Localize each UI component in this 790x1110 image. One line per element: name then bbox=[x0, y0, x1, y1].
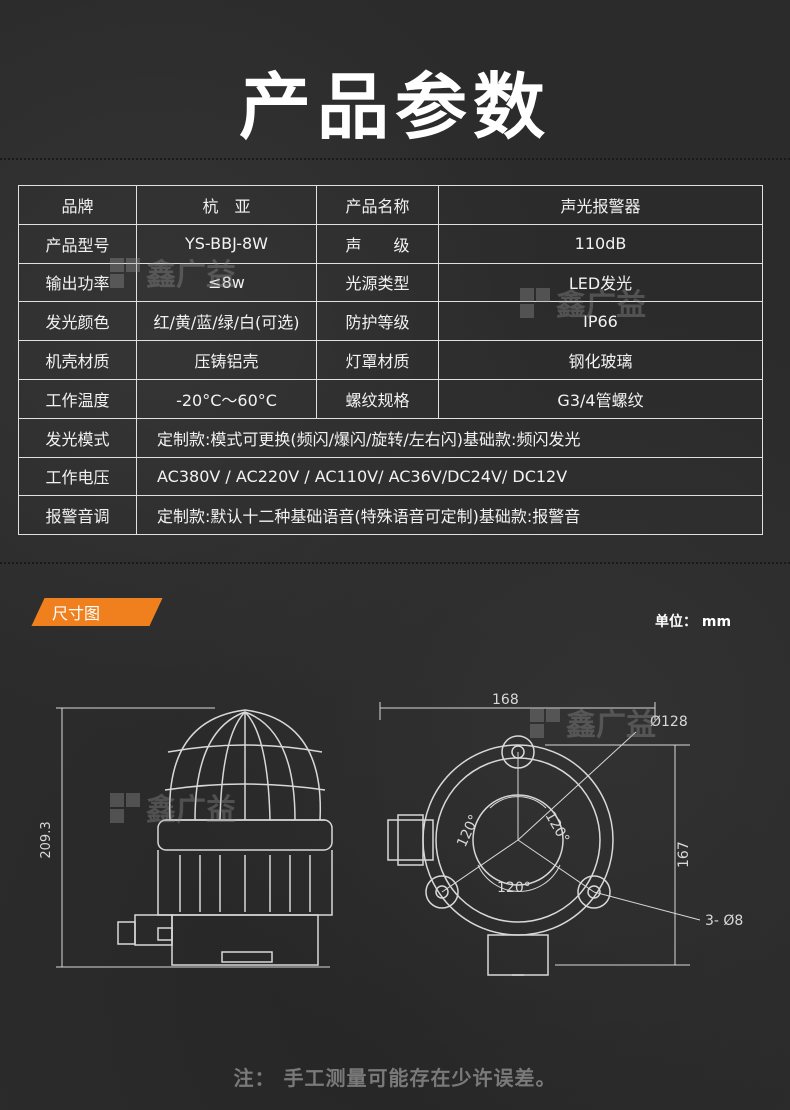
param-value: 110dB bbox=[438, 223, 763, 264]
table-row: 报警音调 定制款:默认十二种基础语音(特殊语音可定制)基础款:报警音 bbox=[18, 495, 763, 536]
param-key: 品牌 bbox=[18, 185, 137, 225]
dimension-holes: 3- Ø8 bbox=[705, 913, 743, 929]
dimension-angle-left: 120° bbox=[454, 812, 483, 849]
table-row: 工作电压 AC380V / AC220V / AC110V/ AC36V/DC2… bbox=[18, 456, 763, 497]
params-table: 品牌 杭 亚 产品名称 声光报警器 产品型号 YS-BBJ-8W 声 级 110… bbox=[18, 185, 763, 536]
param-key: 灯罩材质 bbox=[316, 340, 439, 380]
page-title: 产品参数 bbox=[238, 65, 551, 149]
divider bbox=[0, 158, 790, 160]
param-key: 声 级 bbox=[316, 223, 439, 264]
dimension-drawing: 209.3 168 Ø128 120° 120° bbox=[39, 692, 743, 976]
param-key: 报警音调 bbox=[18, 495, 137, 536]
param-value: IP66 bbox=[438, 301, 763, 342]
dimension-angle-bottom: 120° bbox=[497, 880, 531, 896]
param-key: 螺纹规格 bbox=[316, 378, 439, 419]
dimension-height: 209.3 bbox=[39, 821, 54, 858]
watermark-text: 鑫广益 bbox=[146, 258, 236, 293]
divider bbox=[0, 562, 790, 564]
param-value: 压铸铝壳 bbox=[136, 340, 317, 380]
table-row: 发光模式 定制款:模式可更换(频闪/爆闪/旋转/左右闪)基础款:频闪发光 bbox=[18, 417, 763, 458]
param-key: 机壳材质 bbox=[18, 340, 137, 380]
param-value: G3/4管螺纹 bbox=[438, 378, 763, 419]
param-key: 防护等级 bbox=[316, 301, 439, 342]
param-key: 产品型号 bbox=[18, 223, 137, 264]
dimension-depth: 167 bbox=[676, 841, 692, 868]
param-value: LED发光 bbox=[438, 262, 763, 303]
param-value: 红/黄/蓝/绿/白(可选) bbox=[136, 301, 317, 342]
param-value: -20°C～60°C bbox=[136, 378, 317, 419]
param-value: AC380V / AC220V / AC110V/ AC36V/DC24V/ D… bbox=[136, 456, 763, 497]
dimension-diameter: Ø128 bbox=[650, 714, 688, 730]
param-value: 杭 亚 bbox=[136, 185, 317, 225]
param-key: 产品名称 bbox=[316, 185, 439, 225]
param-value: 声光报警器 bbox=[438, 185, 763, 225]
dimension-width: 168 bbox=[492, 692, 519, 708]
footnote: 注： 手工测量可能存在少许误差。 bbox=[233, 1066, 557, 1090]
param-value: YS-BBJ-8W bbox=[136, 223, 317, 264]
table-row: 输出功率 ≤8w 光源类型 LED发光 bbox=[18, 262, 763, 303]
param-key: 工作电压 bbox=[18, 456, 137, 497]
table-row: 产品型号 YS-BBJ-8W 声 级 110dB bbox=[18, 223, 763, 264]
param-key: 发光模式 bbox=[18, 417, 137, 458]
table-row: 机壳材质 压铸铝壳 灯罩材质 钢化玻璃 bbox=[18, 340, 763, 380]
param-value: 定制款:模式可更换(频闪/爆闪/旋转/左右闪)基础款:频闪发光 bbox=[136, 417, 763, 458]
table-row: 品牌 杭 亚 产品名称 声光报警器 bbox=[18, 185, 763, 225]
param-key: 工作温度 bbox=[18, 378, 137, 419]
table-row: 发光颜色 红/黄/蓝/绿/白(可选) 防护等级 IP66 bbox=[18, 301, 763, 342]
dimension-angle-right: 120° bbox=[542, 809, 573, 846]
unit-label: 单位： mm bbox=[655, 614, 732, 630]
table-row: 工作温度 -20°C～60°C 螺纹规格 G3/4管螺纹 bbox=[18, 378, 763, 419]
param-value: 定制款:默认十二种基础语音(特殊语音可定制)基础款:报警音 bbox=[136, 495, 763, 536]
param-value: 钢化玻璃 bbox=[438, 340, 763, 380]
param-key: 发光颜色 bbox=[18, 301, 137, 342]
param-key: 光源类型 bbox=[316, 262, 439, 303]
size-tag-label: 尺寸图 bbox=[52, 604, 101, 623]
